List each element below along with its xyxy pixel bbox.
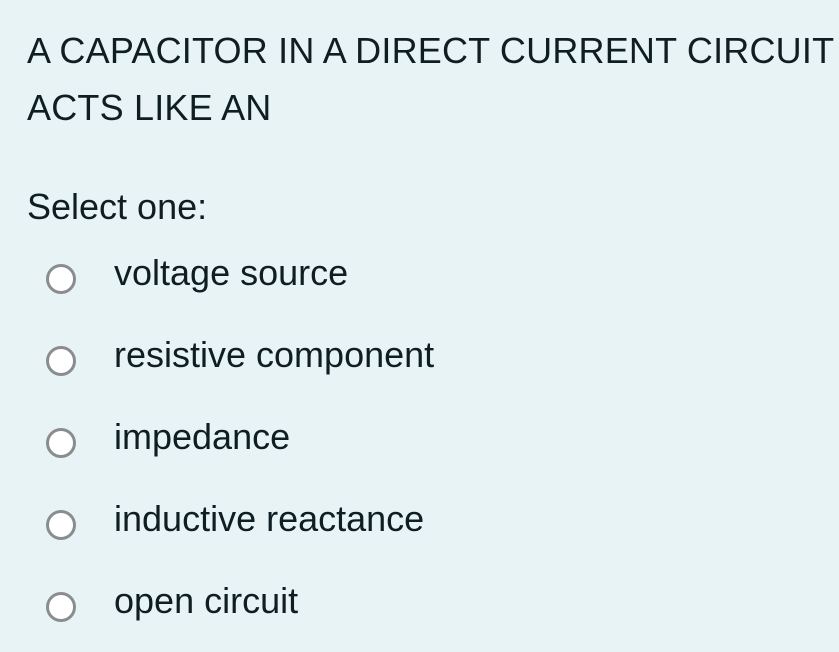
option-label[interactable]: open circuit (114, 580, 299, 621)
select-one-prompt: Select one: (27, 186, 208, 227)
option-voltage-source[interactable]: voltage source (46, 252, 646, 304)
option-open-circuit[interactable]: open circuit (46, 580, 646, 632)
question-line-1: A CAPACITOR IN A DIRECT CURRENT CIRCUIT (27, 30, 835, 71)
radio-button-icon[interactable] (46, 592, 76, 622)
option-resistive-component[interactable]: resistive component (46, 334, 646, 386)
option-label[interactable]: resistive component (114, 334, 435, 375)
option-inductive-reactance[interactable]: inductive reactance (46, 498, 646, 550)
radio-button-icon[interactable] (46, 428, 76, 458)
radio-button-icon[interactable] (46, 510, 76, 540)
option-label[interactable]: impedance (114, 416, 291, 457)
question-text: A CAPACITOR IN A DIRECT CURRENT CIRCUIT … (27, 22, 837, 136)
option-label[interactable]: voltage source (114, 252, 349, 293)
question-line-2: ACTS LIKE AN (27, 87, 272, 128)
option-impedance[interactable]: impedance (46, 416, 646, 468)
option-label[interactable]: inductive reactance (114, 498, 425, 539)
radio-button-icon[interactable] (46, 346, 76, 376)
radio-button-icon[interactable] (46, 264, 76, 294)
